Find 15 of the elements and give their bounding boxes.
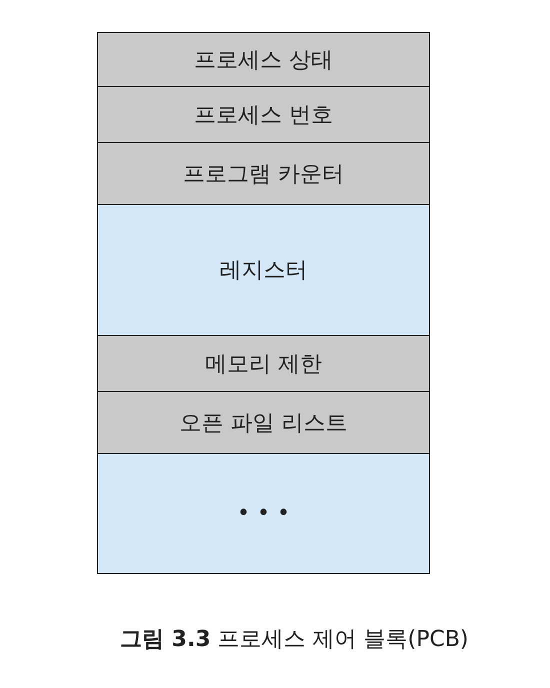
field-label: 프로세스 번호 — [194, 102, 333, 130]
field-box — [97, 86, 430, 143]
field-label: 프로세스 상태 — [194, 46, 333, 74]
field-label: 오픈 파일 리스트 — [180, 410, 348, 438]
figure-caption: 그림 3.3 프로세스 제어 블록(PCB) — [120, 626, 469, 654]
field-label: • • • — [237, 500, 290, 526]
field-box — [97, 391, 430, 454]
field-label: 레지스터 — [220, 257, 308, 285]
field-box — [97, 32, 430, 88]
field-box — [97, 142, 430, 206]
field-box — [97, 334, 430, 392]
field-label: 메모리 제한 — [205, 350, 322, 378]
field-box — [97, 452, 430, 574]
field-label: 프로그램 카운터 — [183, 160, 344, 188]
field-box — [97, 204, 430, 336]
